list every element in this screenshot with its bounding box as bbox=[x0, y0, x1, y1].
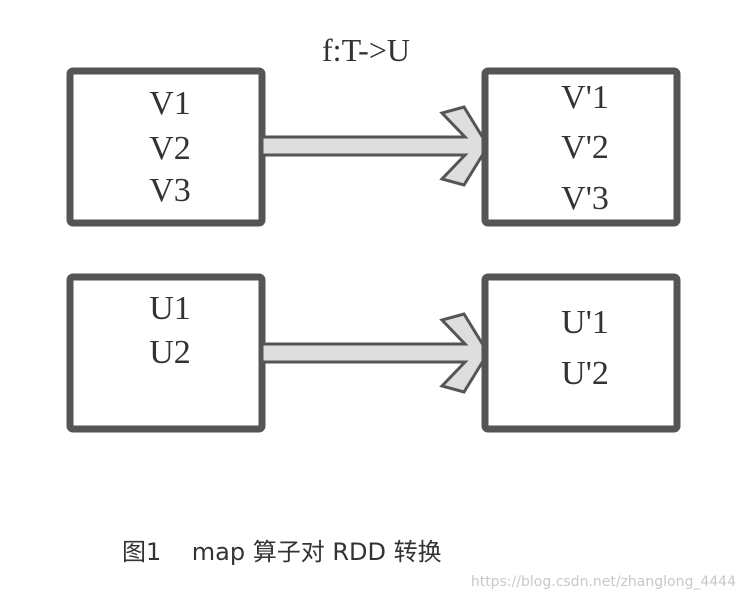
transform-arrow-u bbox=[260, 312, 490, 394]
source-item-u1: U1 bbox=[149, 290, 191, 327]
caption-gap bbox=[161, 538, 192, 566]
figure-number: 图1 bbox=[122, 538, 162, 566]
figure-caption: 图1 map 算子对 RDD 转换 bbox=[122, 532, 442, 567]
transform-arrow-v bbox=[260, 105, 490, 187]
source-item-v1: V1 bbox=[149, 85, 191, 122]
caption-text: map 算子对 RDD 转换 bbox=[191, 538, 442, 566]
target-item-v1: V'1 bbox=[561, 79, 609, 116]
target-item-v2: V'2 bbox=[561, 129, 609, 166]
target-box-u bbox=[481, 273, 681, 433]
target-item-v3: V'3 bbox=[561, 180, 609, 217]
target-item-u1: U'1 bbox=[561, 304, 609, 341]
target-box-v bbox=[481, 67, 681, 227]
source-item-v2: V2 bbox=[149, 130, 191, 167]
source-item-u2: U2 bbox=[149, 334, 191, 371]
function-label: f:T->U bbox=[322, 32, 410, 68]
source-item-v3: V3 bbox=[149, 172, 191, 209]
target-item-u2: U'2 bbox=[561, 355, 609, 392]
source-watermark: https://blog.csdn.net/zhanglong_4444 bbox=[470, 574, 736, 590]
